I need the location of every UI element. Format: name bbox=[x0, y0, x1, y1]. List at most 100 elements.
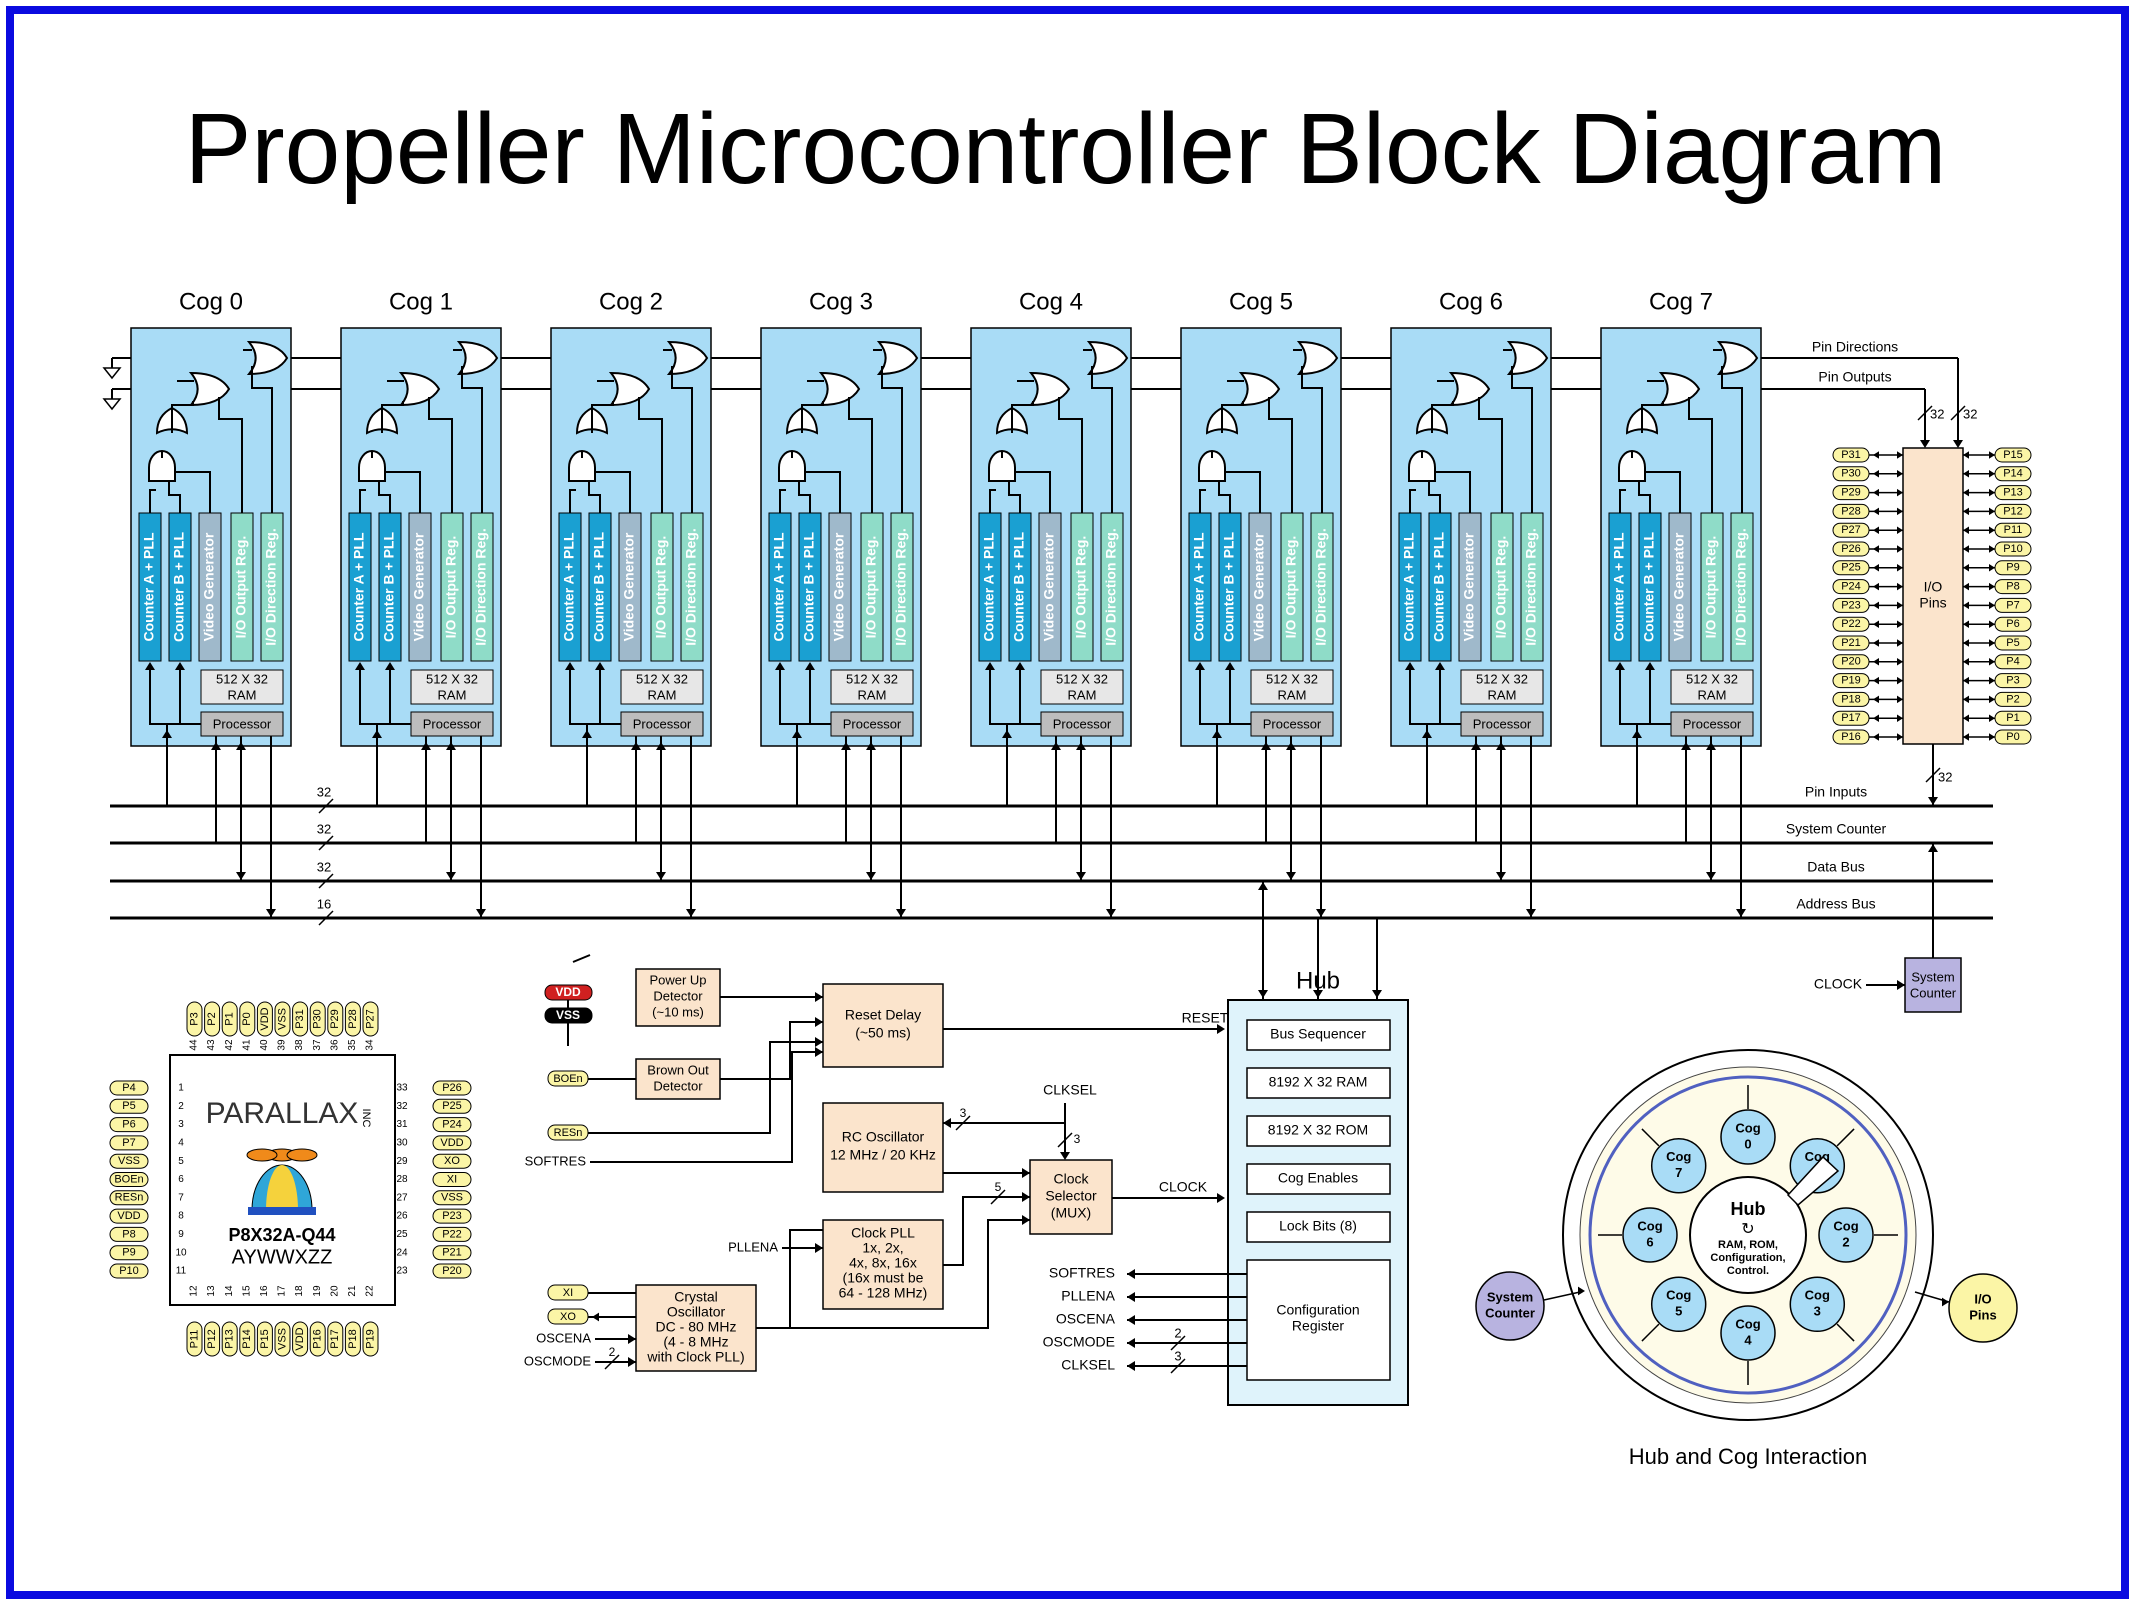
pin-label: P19 bbox=[1841, 675, 1861, 687]
chip-pin bbox=[432, 1190, 472, 1206]
io-pins-circle-label: Pins bbox=[1969, 1307, 1996, 1322]
bus-width-slash bbox=[990, 1189, 1006, 1205]
cog-label: Cog 6 bbox=[1439, 288, 1503, 315]
chip-pin bbox=[292, 1321, 309, 1357]
pin-label: P8 bbox=[2006, 581, 2019, 593]
wire bbox=[1428, 481, 1441, 513]
and-gate bbox=[1618, 450, 1646, 482]
wire bbox=[1091, 366, 1113, 513]
chip-pin-number: 4 bbox=[178, 1138, 184, 1149]
arrowhead bbox=[1015, 662, 1025, 670]
arrowhead bbox=[1928, 844, 1938, 852]
pin-label: P6 bbox=[2006, 618, 2019, 630]
chip-pin-number: 10 bbox=[175, 1247, 187, 1258]
processor-label: Processor bbox=[423, 716, 482, 731]
propeller-icon bbox=[286, 1148, 318, 1162]
crystal-block bbox=[635, 1284, 757, 1372]
arrowhead bbox=[1372, 990, 1382, 998]
arrowhead bbox=[1928, 797, 1938, 805]
ram-label: 512 X 32 bbox=[846, 671, 898, 686]
arrowhead bbox=[1873, 639, 1879, 647]
chip-pin bbox=[432, 1135, 472, 1151]
pin-label: P20 bbox=[1841, 656, 1861, 668]
chip-pin bbox=[432, 1117, 472, 1133]
io-pins-label: Pins bbox=[1919, 595, 1946, 611]
chip-pin-label: P14 bbox=[241, 1329, 253, 1349]
wire bbox=[168, 481, 181, 513]
or-gate bbox=[1296, 340, 1339, 376]
arrowhead bbox=[1422, 730, 1432, 738]
arrowhead bbox=[1873, 526, 1879, 534]
hub-block-label: Cog Enables bbox=[1278, 1170, 1358, 1186]
pin-label: P14 bbox=[2003, 468, 2023, 480]
chip-pin-number: 2 bbox=[178, 1101, 184, 1112]
chip-pin-number: 3 bbox=[178, 1119, 184, 1130]
arrowhead bbox=[1963, 620, 1969, 628]
arrowhead bbox=[1578, 1286, 1585, 1296]
arrowhead bbox=[1316, 909, 1326, 917]
arrowhead bbox=[1989, 507, 1995, 516]
wire bbox=[1645, 471, 1681, 513]
clock-selector-label: Selector bbox=[1045, 1188, 1097, 1204]
arrowhead bbox=[1989, 714, 1995, 722]
hub-output-label: OSCENA bbox=[1056, 1311, 1116, 1327]
arrowhead bbox=[1873, 601, 1879, 610]
chip-pin bbox=[109, 1226, 149, 1242]
cog-circle-label: Cog bbox=[1735, 1316, 1760, 1331]
chip-pin-label: XO bbox=[444, 1155, 460, 1167]
pin-label: P9 bbox=[2006, 562, 2019, 574]
arrowhead bbox=[1632, 730, 1642, 738]
pin-label: P31 bbox=[1841, 449, 1861, 461]
hub-output-label: SOFTRES bbox=[1049, 1265, 1115, 1281]
register-label: I/O Output Reg. bbox=[233, 536, 249, 639]
chip-pin-number: 8 bbox=[178, 1211, 184, 1222]
chip-pin bbox=[362, 1001, 379, 1037]
register-label: I/O Direction Reg. bbox=[1733, 528, 1749, 645]
arrowhead bbox=[792, 730, 802, 738]
pin-label: P23 bbox=[1841, 599, 1861, 611]
arrowhead bbox=[1022, 1192, 1030, 1202]
wire bbox=[1058, 397, 1083, 513]
chip-pin-number: 37 bbox=[312, 1039, 323, 1051]
pin-inputs-bus-label: Pin Inputs bbox=[1805, 784, 1867, 800]
ram-label: 512 X 32 bbox=[1686, 671, 1738, 686]
register-label: Counter B + PLL bbox=[1431, 532, 1447, 643]
chip-pin-number: 15 bbox=[241, 1285, 252, 1297]
arrowhead bbox=[1920, 440, 1930, 448]
arrowhead bbox=[1989, 695, 1995, 704]
processor-label: Processor bbox=[843, 716, 902, 731]
chip-pin-number: 20 bbox=[329, 1285, 340, 1297]
chip-pin-label: P6 bbox=[122, 1119, 135, 1131]
chip-pin-label: P9 bbox=[122, 1247, 135, 1259]
chip-pin-number: 38 bbox=[294, 1039, 305, 1051]
arrowhead bbox=[628, 1334, 636, 1344]
wire bbox=[779, 665, 831, 725]
arrowhead bbox=[1405, 662, 1415, 670]
processor-block bbox=[620, 711, 704, 737]
arrowhead bbox=[1989, 620, 1995, 628]
arrowhead bbox=[1897, 488, 1903, 497]
chip-pin-number: 5 bbox=[178, 1156, 184, 1167]
system-counter-bus-label: System Counter bbox=[1786, 821, 1887, 837]
wire bbox=[801, 401, 824, 433]
chip-pin-label: P12 bbox=[206, 1329, 218, 1349]
vss-label: VSS bbox=[556, 1008, 580, 1022]
chip-pin-number: 17 bbox=[277, 1285, 288, 1297]
bus-width-label: 32 bbox=[1963, 406, 1977, 421]
hub-block-label: 8192 X 32 RAM bbox=[1269, 1074, 1368, 1090]
chip-pin bbox=[109, 1263, 149, 1279]
arrowhead bbox=[1963, 545, 1969, 553]
or-gate bbox=[456, 340, 499, 376]
chip-pin-label: P2 bbox=[206, 1012, 218, 1025]
wire bbox=[943, 1196, 1030, 1266]
chip-pin-label: VDD bbox=[117, 1210, 140, 1222]
ram-label: 512 X 32 bbox=[1476, 671, 1528, 686]
bus-width-label: 32 bbox=[1930, 406, 1944, 421]
hub-cog-caption: Hub and Cog Interaction bbox=[1629, 1444, 1868, 1469]
chip-pin-number: 23 bbox=[396, 1266, 408, 1277]
arrowhead bbox=[145, 662, 155, 670]
wire bbox=[720, 1021, 823, 1080]
ram-label: 512 X 32 bbox=[1056, 671, 1108, 686]
